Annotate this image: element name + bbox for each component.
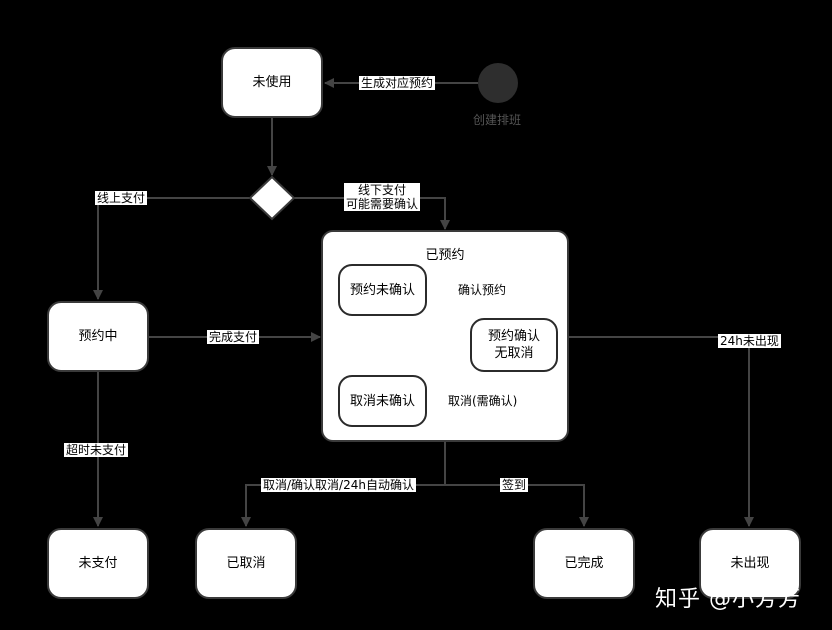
label-confirm-reservation: 确认预约 (456, 283, 509, 297)
label-offline-pay-line1: 线下支付 (358, 183, 407, 197)
label-finish-pay: 完成支付 (207, 330, 260, 344)
edge-no-show (568, 336, 754, 527)
start-node (478, 63, 518, 103)
label-no-show-24h: 24h未出现 (718, 334, 781, 348)
label-offline-pay-line2: 可能需要确认 (346, 197, 419, 211)
state-reserving: 预约中 (47, 301, 149, 372)
start-node-label: 创建排班 (473, 113, 522, 127)
state-confirmed-line1: 预约确认 (487, 329, 540, 344)
edge-online-pay (93, 197, 250, 300)
state-cancelled: 已取消 (195, 528, 297, 599)
edge-sign-in (445, 484, 589, 527)
label-offline-pay: 线下支付 可能需要确认 (344, 183, 421, 211)
group-reserved-title: 已预约 (425, 248, 465, 263)
label-timeout-unpaid: 超时未支付 (64, 443, 129, 457)
state-cancel-unconfirmed: 取消未确认 (338, 375, 427, 427)
state-confirmed-line2: 无取消 (494, 346, 534, 361)
state-confirmed: 预约确认 无取消 (470, 318, 558, 372)
label-sign-in: 签到 (500, 478, 529, 492)
label-cancel-auto: 取消/确认取消/24h自动确认 (261, 478, 416, 492)
label-cancel-need-confirm: 取消(需确认) (446, 394, 520, 408)
state-unconfirmed: 预约未确认 (338, 264, 427, 316)
label-generate: 生成对应预约 (359, 76, 436, 90)
decision-diamond (248, 175, 296, 221)
state-completed: 已完成 (533, 528, 635, 599)
state-unused: 未使用 (221, 47, 323, 118)
state-unpaid: 未支付 (47, 528, 149, 599)
label-online-pay: 线上支付 (95, 191, 148, 205)
watermark: 知乎 @小芳芳 (655, 587, 801, 612)
state-no-show: 未出现 (699, 528, 801, 599)
